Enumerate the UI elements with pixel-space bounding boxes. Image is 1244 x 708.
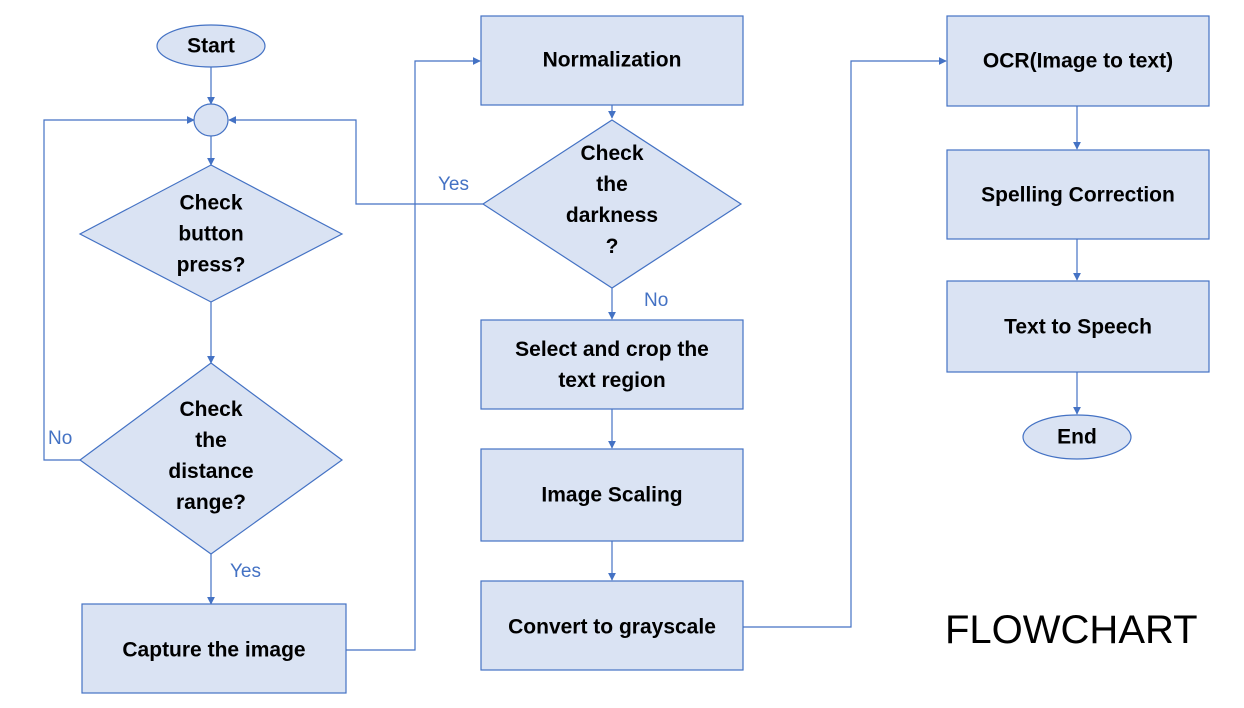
node-text: Start [187, 35, 235, 58]
text-to-speech-process[interactable]: Text to Speech [946, 280, 1210, 373]
diagram-caption: FLOWCHART [945, 608, 1198, 652]
node-text: OCR(Image to text) [983, 50, 1173, 73]
select-crop-process[interactable]: Select and crop the text region [480, 319, 744, 410]
image-scaling-process[interactable]: Image Scaling [480, 448, 744, 542]
normalization-process[interactable]: Normalization [480, 15, 744, 106]
node-text: Check the darkness? [566, 142, 658, 258]
start-node[interactable]: Start [156, 24, 266, 68]
node-text: Spelling Correction [981, 184, 1175, 207]
node-text-line: Capture the image [122, 639, 305, 662]
edge-grayscale-to-ocr [743, 57, 947, 628]
node-text-line: ? [606, 235, 619, 258]
node-text-line: Text to Speech [1004, 316, 1152, 339]
node-text-line: Check [580, 142, 643, 165]
node-text: Normalization [543, 49, 682, 72]
node-text-line: Select and crop the [515, 338, 709, 361]
node-text: Check the distance range? [168, 398, 253, 514]
node-text: Select and crop the text region [515, 338, 709, 392]
label-distance-no: No [48, 428, 72, 449]
node-text-line: range? [176, 491, 246, 514]
node-text: Check button press? [177, 192, 246, 277]
edge-labels: No Yes Yes No [48, 174, 668, 582]
node-text-line: text region [558, 369, 665, 392]
node-text-line: Convert to grayscale [508, 616, 716, 639]
node-text: Convert to grayscale [508, 616, 716, 639]
node-text-line: OCR(Image to text) [983, 50, 1173, 73]
check-distance-decision[interactable]: Check the distance range? [78, 362, 344, 555]
node-text-line: Check [179, 192, 242, 215]
node-text: Capture the image [122, 639, 305, 662]
edge-capture-to-normalization [346, 57, 481, 651]
check-darkness-decision[interactable]: Check the darkness? [481, 119, 743, 289]
spelling-correction-process[interactable]: Spelling Correction [946, 149, 1210, 240]
check-button-decision[interactable]: Check button press? [78, 164, 344, 303]
grayscale-process[interactable]: Convert to grayscale [480, 580, 744, 671]
edge-check-distance-no-loop [43, 116, 195, 461]
node-text: Text to Speech [1004, 316, 1152, 339]
node-text: Image Scaling [541, 484, 682, 507]
node-text-line: distance [168, 460, 253, 483]
node-text: End [1057, 426, 1097, 449]
node-text-line: press? [177, 254, 246, 277]
label-darkness-no: No [644, 290, 668, 311]
label-distance-yes: Yes [230, 561, 261, 582]
end-node[interactable]: End [1022, 414, 1132, 460]
nodes: Start Check button press? Check the distance… [78, 15, 1210, 694]
node-text-line: button [178, 223, 243, 246]
node-text-line: darkness [566, 204, 658, 227]
edges [43, 57, 1081, 651]
node-text-line: Normalization [543, 49, 682, 72]
node-text-line: Start [187, 35, 235, 58]
junction-node [193, 103, 229, 137]
label-darkness-yes: Yes [438, 174, 469, 195]
node-text-line: End [1057, 426, 1097, 449]
node-text-line: Check [179, 398, 242, 421]
edge-check-darkness-yes-loop [228, 116, 483, 205]
node-text-line: Spelling Correction [981, 184, 1175, 207]
node-text-line: the [195, 429, 227, 452]
ocr-process[interactable]: OCR(Image to text) [946, 15, 1210, 107]
node-text-line: the [596, 173, 628, 196]
capture-image-process[interactable]: Capture the image [81, 603, 347, 694]
node-text-line: Image Scaling [541, 484, 682, 507]
